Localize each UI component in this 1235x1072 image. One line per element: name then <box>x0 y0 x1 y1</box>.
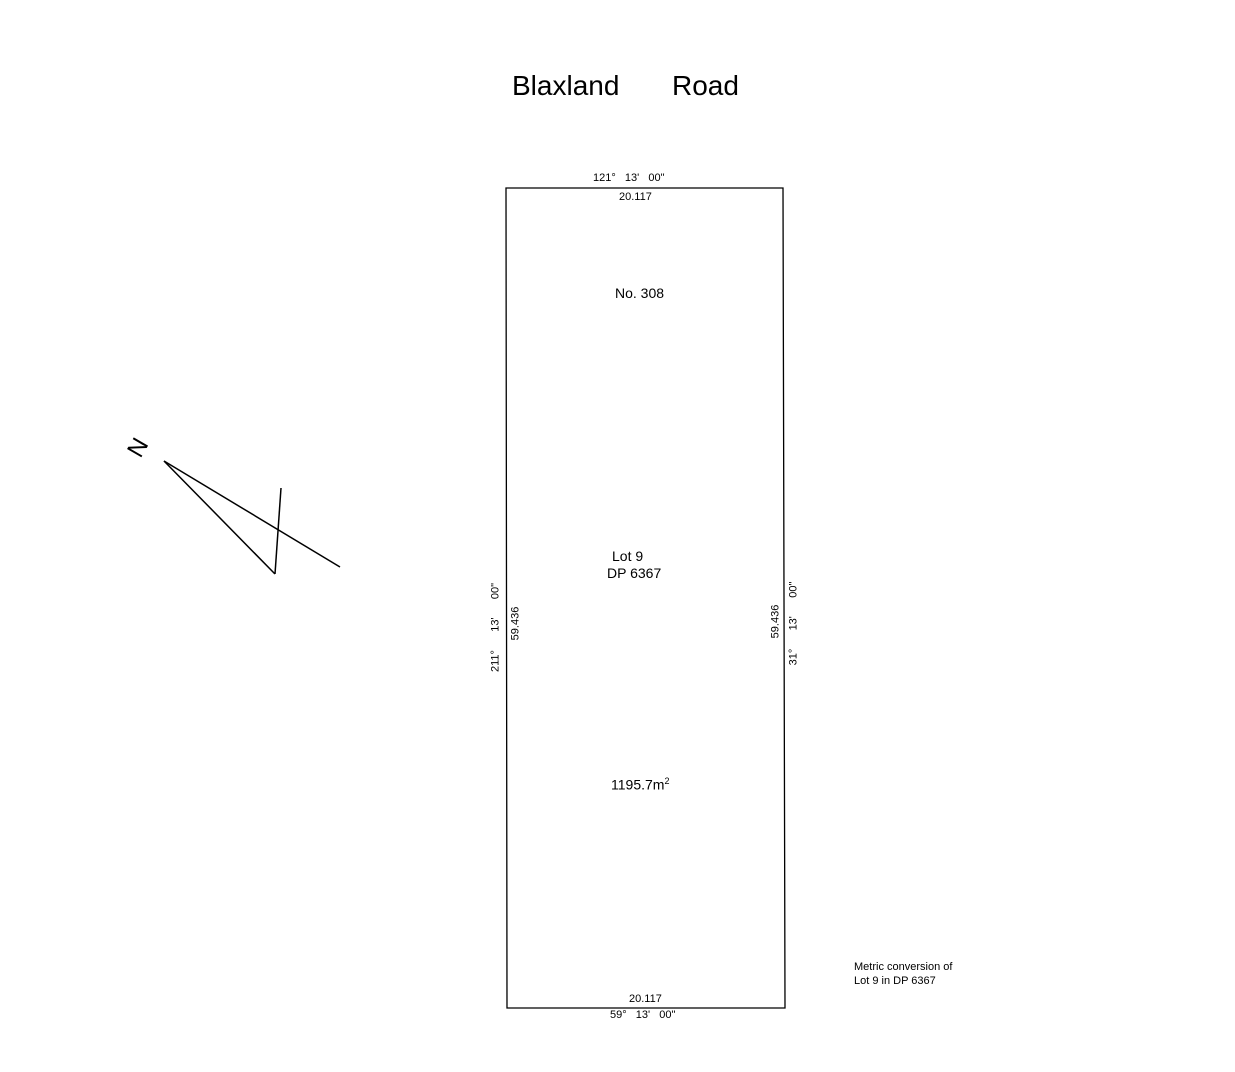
dp-label: DP 6367 <box>607 565 662 581</box>
right-bearing: 31° 13' 00" <box>787 581 800 666</box>
top-bearing: 121° 13' 00" <box>593 172 665 184</box>
north-arrow-icon <box>163 460 341 575</box>
road-name-word2: Road <box>672 70 739 101</box>
area-value: 1195.7m <box>611 776 665 793</box>
bottom-distance: 20.117 <box>629 993 662 1005</box>
area-exponent: 2 <box>664 776 670 786</box>
note-line1: Metric conversion of <box>854 961 953 973</box>
lot-label: Lot 9 <box>612 548 644 564</box>
lot-boundary <box>505 187 786 1009</box>
left-bearing: 211° 13' 00" <box>489 582 502 673</box>
top-distance: 20.117 <box>619 191 652 203</box>
note-line2: Lot 9 in DP 6367 <box>854 975 936 987</box>
right-distance: 59.436 <box>769 604 782 639</box>
road-name-word1: Blaxland <box>512 70 620 101</box>
bottom-bearing: 59° 13' 00" <box>610 1009 676 1021</box>
area-label: 1195.7m2 <box>611 777 669 792</box>
house-number: No. 308 <box>615 285 665 301</box>
left-distance: 59.436 <box>509 606 522 641</box>
